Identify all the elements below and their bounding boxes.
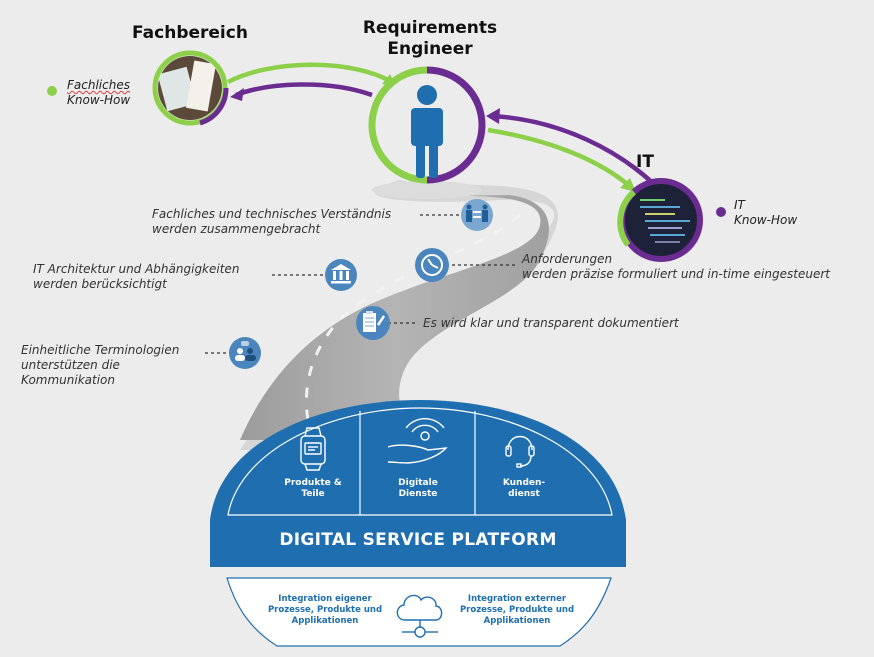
milestone-documentation [356, 306, 390, 340]
milestone-note-architecture: IT Architektur und Abhängigkeiten werden… [33, 262, 239, 292]
requirements-engineer-title: Requirements Engineer [340, 18, 520, 60]
milestone-note-requirements: Anforderungen werden präzise formuliert … [522, 252, 830, 282]
road-center-line [304, 213, 521, 431]
re-title-line-2: Engineer [387, 39, 473, 59]
segment-label-line: Teile [301, 489, 325, 499]
arrow-re-to-it [487, 127, 634, 190]
integration-line: Prozesse, Produkte und [459, 605, 575, 615]
arrow-re-to-fachbereich [235, 82, 373, 98]
person-icon [411, 85, 443, 178]
knowhow-line-2: Know-How [734, 213, 798, 227]
clock-icon [421, 254, 443, 276]
clipboard-pen-icon [363, 311, 386, 332]
knowhow-line-2: Know-How [67, 93, 131, 107]
arrow-it-to-re [491, 113, 662, 192]
green-dot-icon [47, 86, 57, 96]
building-columns-icon [331, 264, 351, 284]
note-line: werden berücksichtigt [33, 277, 167, 291]
milestone-clock [415, 248, 449, 282]
platform-dome [210, 400, 626, 567]
knowhow-line-1: Fachliches [67, 78, 130, 92]
platform-title: DIGITAL SERVICE PLATFORM [279, 530, 557, 550]
platform-inner-arc [227, 407, 613, 516]
note-line: Anforderungen [522, 252, 613, 266]
note-line: Kommunikation [21, 373, 115, 387]
people-exchange-icon [466, 204, 488, 222]
fachbereich-title: Fachbereich [132, 23, 248, 43]
note-line: Einheitliche Terminologien [21, 343, 180, 357]
integration-line: Applikationen [483, 616, 551, 626]
integration-line: Prozesse, Produkte und [267, 605, 383, 615]
integration-line: Integration externer [467, 594, 567, 604]
group-chat-icon [235, 341, 256, 361]
smartwatch-icon [300, 427, 326, 471]
arrowhead [486, 108, 500, 124]
integration-external: Integration externer Prozesse, Produkte … [447, 594, 587, 627]
it-knowhow-label: IT Know-How [734, 198, 797, 228]
milestone-terminology [229, 337, 261, 369]
integration-internal: Integration eigener Prozesse, Produkte u… [255, 594, 395, 627]
segment-produkte-teile: Produkte & Teile [265, 478, 361, 500]
segment-label-line: Digitale [398, 478, 438, 488]
integration-panel [226, 577, 612, 647]
integration-line: Applikationen [291, 616, 359, 626]
segment-kundendienst: Kunden- dienst [476, 478, 572, 500]
note-line: Es wird klar und transparent dokumentier… [423, 316, 679, 330]
integration-line: Integration eigener [278, 594, 372, 604]
note-line: IT Architektur und Abhängigkeiten [33, 262, 240, 276]
arrow-fachbereich-to-re [226, 62, 394, 84]
note-line: werden präzise formuliert und in-time ei… [522, 267, 830, 281]
purple-dot-icon [716, 207, 726, 217]
leader-lines [205, 214, 518, 354]
segment-label-line: Dienste [398, 489, 438, 499]
note-line: unterstützen die [21, 358, 120, 372]
milestone-note-terminology: Einheitliche Terminologien unterstützen … [21, 343, 179, 388]
arrowhead [230, 88, 244, 101]
pedestal [372, 181, 482, 199]
segment-label-line: Kunden- [502, 478, 546, 488]
arrowhead [620, 178, 636, 192]
hand-signal-icon [387, 418, 448, 464]
re-title-line-1: Requirements [362, 18, 498, 38]
milestone-architecture [325, 259, 357, 291]
milestone-note-documentation: Es wird klar und transparent dokumentier… [423, 316, 679, 331]
milestone-note-understanding: Fachliches und technisches Verständnis w… [152, 207, 391, 237]
note-line: werden zusammengebracht [152, 222, 321, 236]
knowhow-line-1: IT [734, 198, 745, 212]
fachliches-knowhow-label: Fachliches Know-How [67, 78, 130, 108]
segment-digitale-dienste: Digitale Dienste [370, 478, 466, 500]
cloud-network-icon [396, 594, 443, 638]
headset-icon [505, 435, 535, 468]
note-line: Fachliches und technisches Verständnis [152, 207, 392, 221]
milestone-people-exchange [461, 199, 493, 231]
segment-label-line: dienst [508, 489, 540, 499]
segment-label-line: Produkte & [284, 478, 342, 488]
road [240, 195, 549, 440]
it-title: IT [636, 152, 654, 172]
